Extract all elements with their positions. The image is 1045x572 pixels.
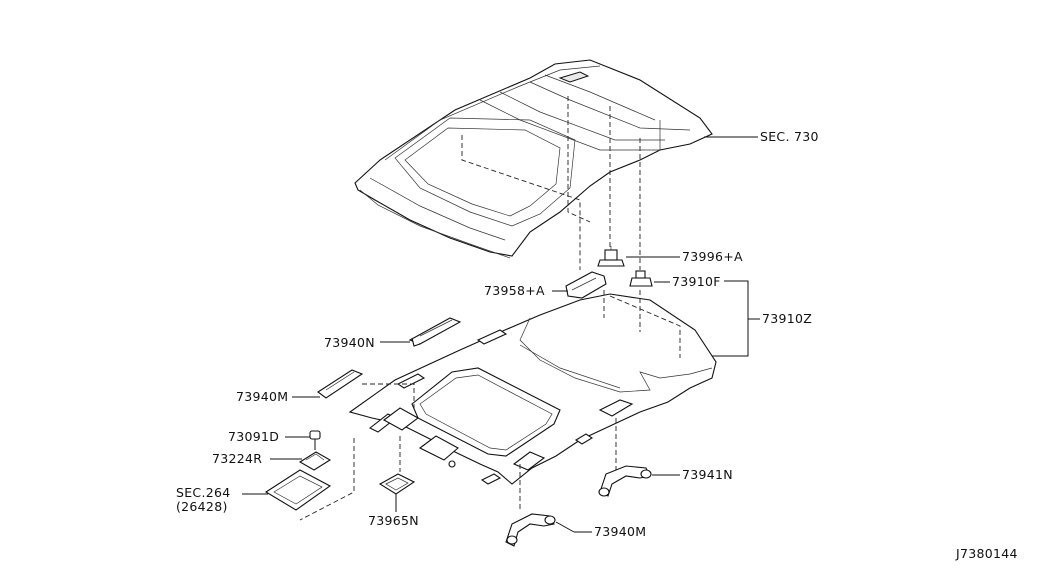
sec264-sub-label: (26428)	[176, 499, 228, 514]
bezel-73965n	[378, 473, 416, 495]
headliner	[348, 293, 717, 485]
p73940m-bottom-label: 73940M	[594, 524, 646, 539]
p73996a-label: 73996+A	[682, 249, 743, 264]
p73940m-bottom-leader	[555, 521, 575, 533]
clip-73910f	[629, 270, 653, 287]
sec730-label: SEC. 730	[760, 129, 819, 144]
p73224r-label: 73224R	[212, 451, 262, 466]
lamp-sec264	[264, 469, 332, 511]
p73958a-label: 73958+A	[484, 283, 545, 298]
grab-handle-73940m-bottom	[505, 513, 556, 547]
p73940n-label: 73940N	[324, 335, 375, 350]
clip-73996a	[597, 246, 625, 267]
p73910f-label: 73910F	[672, 274, 721, 289]
pad-73958a	[565, 271, 607, 299]
visor-73940n	[408, 317, 462, 347]
p73091d-label: 73091D	[228, 429, 279, 444]
p73941n-label: 73941N	[682, 467, 733, 482]
screw-73091d	[309, 430, 321, 450]
grab-handle-73941n	[598, 465, 652, 497]
sec264-label: SEC.264	[176, 485, 231, 500]
bracket-73224r	[298, 451, 332, 471]
diagram-id: J7380144	[955, 546, 1018, 561]
p73910z-bracket	[706, 280, 760, 357]
p73910z-label: 73910Z	[762, 311, 812, 326]
visor-73940m-left	[317, 369, 364, 399]
roof-panel	[354, 59, 713, 259]
roof-dash-lines	[461, 96, 641, 270]
p73965n-label: 73965N	[368, 513, 419, 528]
p73940m-left-label: 73940M	[236, 389, 288, 404]
